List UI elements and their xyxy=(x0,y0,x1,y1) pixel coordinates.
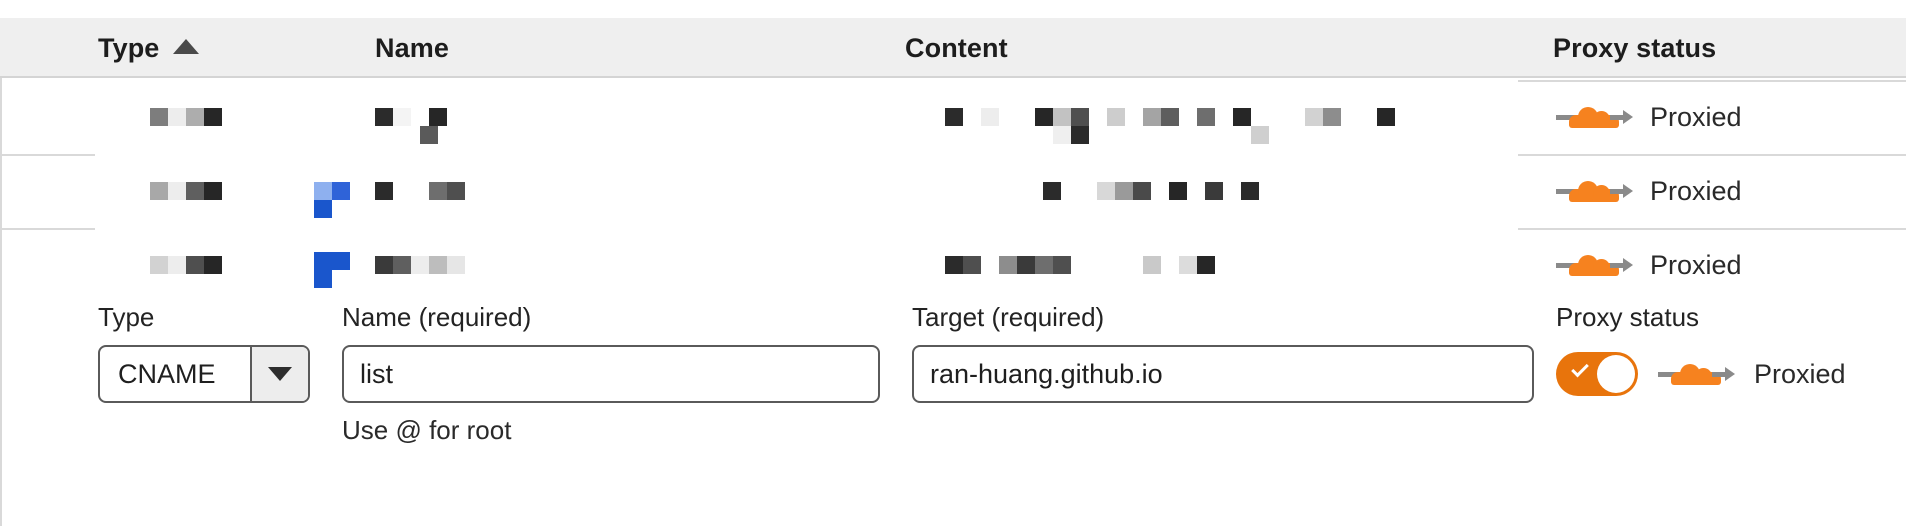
field-target-label: Target (required) xyxy=(912,302,1105,332)
check-icon xyxy=(1571,359,1589,378)
row-divider xyxy=(0,154,95,156)
redacted-block xyxy=(1251,126,1269,144)
redacted-type-value xyxy=(150,256,222,330)
table-header-row: Type Name Content Proxy status xyxy=(0,18,1906,78)
column-header-content-label: Content xyxy=(905,32,1008,63)
proxy-status-cell[interactable]: Proxied xyxy=(1556,154,1742,228)
cloudflare-proxied-cloud-icon xyxy=(1556,102,1633,132)
field-name-label: Name (required) xyxy=(342,302,532,332)
redacted-block xyxy=(314,182,332,200)
table-row[interactable]: Proxied xyxy=(0,80,1906,154)
panel-left-border xyxy=(0,78,2,526)
column-header-type[interactable]: Type xyxy=(98,18,200,78)
toggle-knob xyxy=(1597,355,1635,393)
dns-record-edit-form: Type CNAME Name (required) Use @ for roo… xyxy=(0,302,1906,462)
name-input[interactable] xyxy=(342,345,880,403)
field-target: Target (required) xyxy=(912,302,1534,403)
cloudflare-proxied-cloud-icon xyxy=(1658,359,1735,389)
column-header-proxy-status[interactable]: Proxy status xyxy=(1553,18,1716,78)
proxy-status-text: Proxied xyxy=(1650,101,1742,132)
table-row[interactable]: Proxied xyxy=(0,228,1906,302)
redacted-name-value xyxy=(375,182,465,256)
proxy-status-cell[interactable]: Proxied xyxy=(1556,80,1742,154)
record-type-select[interactable]: CNAME xyxy=(98,345,310,403)
redacted-name-value xyxy=(375,108,447,182)
redacted-block xyxy=(314,200,332,218)
row-divider xyxy=(1518,228,1906,230)
row-divider xyxy=(1518,80,1906,82)
row-divider xyxy=(0,228,95,230)
redacted-block xyxy=(314,252,332,270)
table-row[interactable]: Proxied xyxy=(0,154,1906,228)
redacted-block xyxy=(332,182,350,200)
name-field-hint: Use @ for root xyxy=(342,415,512,445)
redacted-content-value xyxy=(945,256,1215,330)
redacted-block xyxy=(1071,126,1089,144)
field-type-label: Type xyxy=(98,302,155,332)
column-header-content[interactable]: Content xyxy=(905,18,1008,78)
redacted-content-value xyxy=(945,108,1395,182)
record-type-selected-value: CNAME xyxy=(118,358,216,389)
proxy-status-cell[interactable]: Proxied xyxy=(1556,228,1742,302)
proxy-status-text: Proxied xyxy=(1650,249,1742,280)
redacted-name-value xyxy=(375,256,465,330)
redacted-type-value xyxy=(150,182,222,256)
proxy-status-control: Proxied xyxy=(1556,345,1886,403)
column-header-type-label: Type xyxy=(98,32,160,63)
proxy-status-text: Proxied xyxy=(1650,175,1742,206)
proxy-status-text: Proxied xyxy=(1754,358,1846,389)
column-header-name-label: Name xyxy=(375,32,449,63)
field-name: Name (required) Use @ for root xyxy=(342,302,880,446)
target-input[interactable] xyxy=(912,345,1534,403)
cloudflare-proxied-cloud-icon xyxy=(1556,176,1633,206)
redacted-type-value xyxy=(150,108,222,182)
field-type: Type CNAME xyxy=(98,302,310,403)
field-proxy-status-label: Proxy status xyxy=(1556,302,1700,332)
chevron-down-icon xyxy=(268,367,292,381)
field-proxy-status: Proxy status Proxied xyxy=(1556,302,1886,403)
redacted-block xyxy=(420,126,438,144)
cloudflare-proxied-cloud-icon xyxy=(1556,250,1633,280)
redacted-block xyxy=(1053,126,1071,144)
sort-ascending-caret-up-icon[interactable] xyxy=(173,38,200,54)
redacted-block xyxy=(332,252,350,270)
column-header-name[interactable]: Name xyxy=(375,18,449,78)
redacted-block xyxy=(314,270,332,288)
row-divider xyxy=(1518,154,1906,156)
redacted-content-value xyxy=(1043,182,1259,256)
proxy-toggle-switch[interactable] xyxy=(1556,352,1638,396)
column-header-proxy-status-label: Proxy status xyxy=(1553,32,1717,63)
record-type-dropdown-button[interactable] xyxy=(250,347,308,401)
